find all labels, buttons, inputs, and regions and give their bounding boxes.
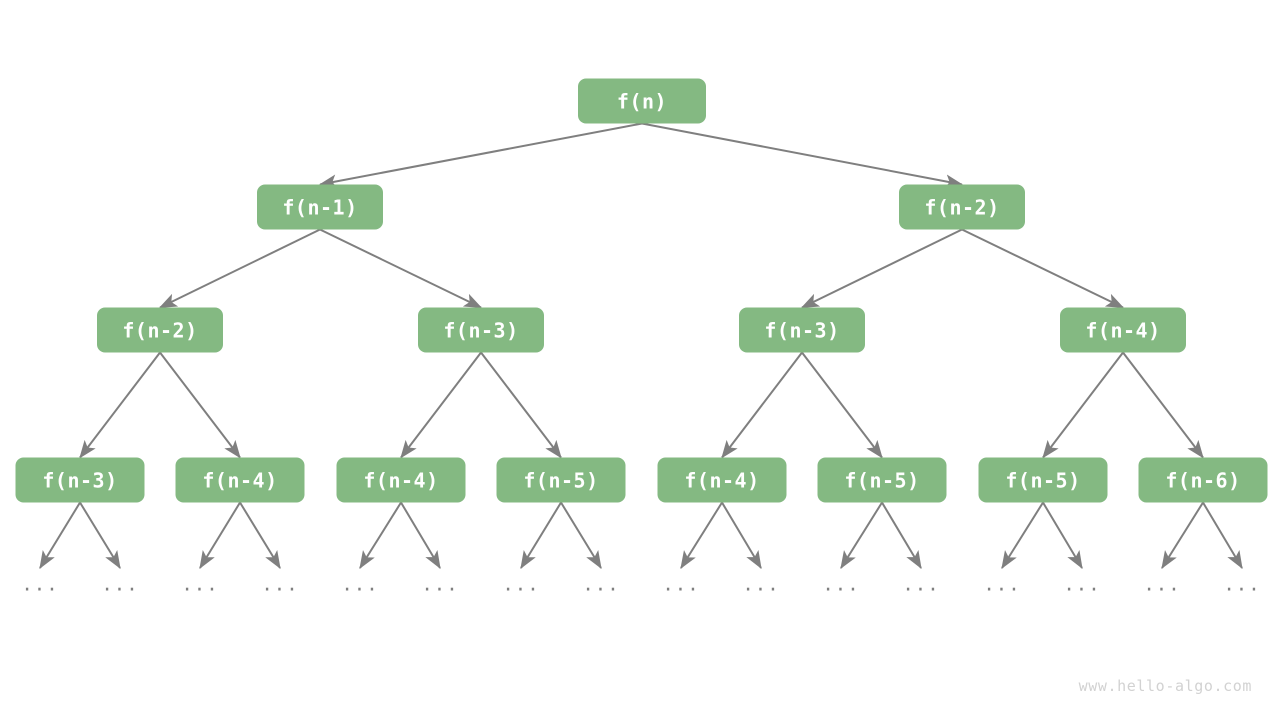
tree-edge [680,501,723,570]
ellipsis-marker: ... [181,573,219,596]
ellipsis-marker: ... [421,573,459,596]
tree-edge [480,351,562,459]
tree-node: f(n-1) [257,184,383,230]
tree-edge [318,122,643,189]
tree-edge [400,501,441,570]
ellipsis-marker: ... [582,573,620,596]
tree-edge [1042,501,1083,570]
tree-node: f(n-4) [336,457,466,503]
tree-edge [1161,501,1204,570]
tree-edge [39,501,81,570]
tree-edge [520,501,562,570]
ellipsis-marker: ... [1143,573,1181,596]
watermark: www.hello-algo.com [1078,677,1252,695]
tree-edge [1042,351,1124,459]
tree-node: f(n-3) [418,307,544,353]
ellipsis-marker: ... [983,573,1021,596]
ellipsis-marker: ... [21,573,59,596]
tree-node: f(n-3) [15,457,145,503]
tree-edge [400,351,482,459]
ellipsis-marker: ... [341,573,379,596]
tree-node: f(n-5) [496,457,626,503]
tree-node: f(n) [578,78,706,124]
ellipsis-marker: ... [261,573,299,596]
ellipsis-marker: ... [662,573,700,596]
tree-edge [239,501,281,570]
ellipsis-marker: ... [742,573,780,596]
tree-node: f(n-5) [817,457,947,503]
tree-node: f(n-4) [657,457,787,503]
edges [39,122,1243,570]
tree-edge [641,122,964,189]
tree-node: f(n-2) [97,307,223,353]
tree-edge [560,501,602,570]
ellipsis-marker: ... [902,573,940,596]
ellipsis-marker: ... [1223,573,1261,596]
tree-node: f(n-2) [899,184,1025,230]
tree-edge [840,501,883,570]
tree-edge [961,228,1125,309]
tree-edge [801,351,883,459]
tree-node: f(n-5) [978,457,1108,503]
tree-edge [158,228,321,309]
tree-edge [881,501,922,570]
tree-edge [721,501,762,570]
tree-node: f(n-4) [175,457,305,503]
tree-edge [1001,501,1044,570]
tree-edge [159,351,241,459]
tree-edge [800,228,963,309]
tree-node: f(n-6) [1138,457,1268,503]
tree-edge [79,351,161,459]
tree-edge [359,501,402,570]
tree-edge [319,228,483,309]
tree-edge [1202,501,1243,570]
tree-edge [79,501,121,570]
ellipsis-marker: ... [822,573,860,596]
tree-edge [199,501,241,570]
tree-node: f(n-4) [1060,307,1186,353]
ellipsis-marker: ... [502,573,540,596]
tree-edge [721,351,803,459]
ellipsis-marker: ... [101,573,139,596]
tree-edge [1122,351,1204,459]
tree-node: f(n-3) [739,307,865,353]
ellipsis-marker: ... [1063,573,1101,596]
